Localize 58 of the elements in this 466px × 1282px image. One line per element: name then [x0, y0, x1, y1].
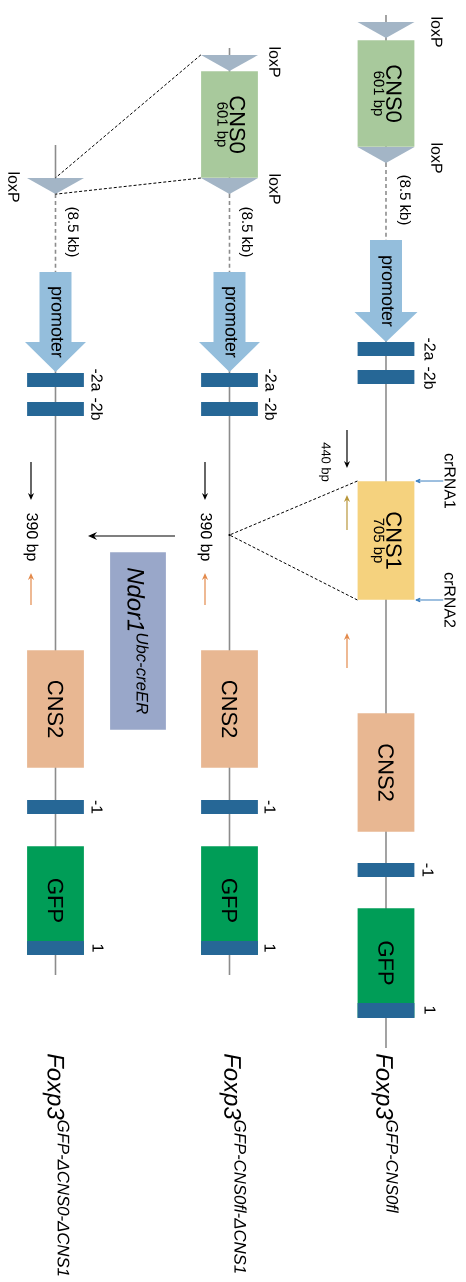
size-label: (8.5 kb): [65, 207, 79, 257]
exon-bar: [201, 373, 258, 387]
size-label: 390 bp: [23, 513, 39, 561]
element-box: CNS0 601 bp: [201, 71, 258, 178]
allele-label: $\textit{Foxp3}^{\textit{GFP-CNS0fl-ΔCNS1}}$: [219, 1053, 247, 1273]
exon-label: -1: [264, 800, 276, 814]
exon-label: 1: [92, 944, 104, 952]
exon-bar: [27, 373, 84, 387]
site-label: loxP: [269, 47, 281, 77]
size-label: 390 bp: [197, 513, 213, 561]
exon-bar: [357, 863, 415, 877]
exon-label: 1: [424, 1006, 436, 1014]
deletion-line: [55, 177, 202, 195]
exon-label: -2a: [265, 369, 277, 392]
element-box: CNS2: [27, 650, 84, 768]
loxp-triangle: [357, 147, 415, 163]
exon-bar: [357, 1003, 415, 1018]
size-label: (8.5 kb): [397, 175, 411, 225]
site-label: loxP: [431, 17, 443, 47]
exon-bar: [357, 370, 415, 384]
exon-label: -2b: [91, 398, 103, 420]
exon-label: -2a: [424, 338, 436, 361]
element-box: CNS2: [357, 713, 415, 832]
guide-arrow: [415, 478, 444, 484]
deletion-line: [229, 480, 358, 536]
allele-label: $\textit{Foxp3}^{\textit{GFP-CNS0fl}}$: [371, 1053, 399, 1214]
exon-bar: [27, 800, 84, 814]
allele-box: Ndor1$^{Ubc-creER}$: [110, 552, 166, 730]
exon-label: -2b: [265, 398, 277, 420]
deletion-line: [55, 54, 202, 179]
loxp-triangle: [201, 55, 258, 71]
site-label: loxP: [269, 174, 281, 204]
element-box: CNS2: [201, 650, 258, 768]
exon-label: -1: [422, 863, 434, 877]
exon-label: -2b: [424, 367, 436, 389]
guide-label: crRNA1: [444, 453, 456, 509]
loxp-triangle: [357, 22, 415, 38]
element-box: CNS0 601 bp: [357, 40, 415, 147]
exon-bar: [27, 402, 84, 416]
exon-label: 1: [264, 944, 276, 952]
exon-bar: [357, 342, 415, 356]
size-label: (8.5 kb): [239, 207, 253, 257]
guide-label: crRNA2: [444, 572, 456, 628]
exon-label: -2a: [91, 369, 103, 392]
site-label: loxP: [8, 172, 20, 202]
exon-bar: [27, 941, 84, 955]
exon-bar: [201, 402, 258, 416]
exon-label: -1: [91, 800, 103, 814]
deletion-line: [229, 534, 358, 601]
loxp-triangle: [27, 178, 84, 194]
exon-bar: [201, 941, 258, 955]
site-label: loxP: [431, 143, 443, 173]
guide-arrow: [415, 597, 444, 603]
size-label: 440 bp: [318, 442, 332, 482]
allele-label: $\textit{Foxp3}^{\textit{GFP-ΔCNS0-ΔCNS1}}$: [42, 1053, 70, 1276]
element-box: CNS1 705 bp: [357, 481, 415, 600]
loxp-triangle: [201, 178, 258, 194]
exon-bar: [201, 800, 258, 814]
